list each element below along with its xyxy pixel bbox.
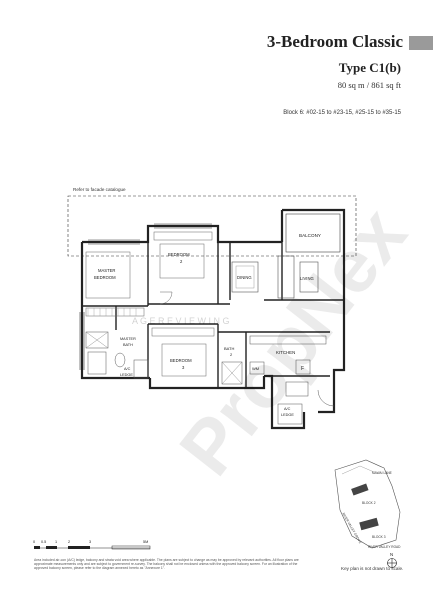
facade-note: Refer to facade catalogue xyxy=(73,187,126,192)
ac-ledge-right-label-1: A/C xyxy=(284,407,291,411)
fridge-box xyxy=(295,359,311,375)
bedroom3-bed xyxy=(161,343,207,377)
bedroom2-bed xyxy=(159,243,205,279)
master-bath-label-2: BATH xyxy=(123,343,133,347)
balcony-label: BALCONY xyxy=(299,233,321,238)
outer-walls xyxy=(80,208,346,430)
unit-type-title: 3-Bedroom Classic xyxy=(266,32,403,51)
facade-outline xyxy=(67,195,357,257)
scale-label-3: 2 xyxy=(68,540,70,544)
ac-ledge-right-box xyxy=(277,403,303,425)
ac-ledge-left-label-1: A/C xyxy=(124,367,131,371)
ac-ledge-right-label-2: LEDGE xyxy=(281,413,294,417)
kitchen-counter xyxy=(249,335,327,345)
scale-label-2: 1 xyxy=(55,540,57,544)
scale-label-0: 0 xyxy=(33,540,35,544)
ac-ledge-left-box xyxy=(133,359,149,379)
keyplan-road3: MAWAI LANE xyxy=(372,471,392,475)
bedroom2-door xyxy=(159,291,173,305)
master-bedroom-label-2: BEDROOM xyxy=(94,275,116,280)
kitchen-door-swing xyxy=(317,389,335,407)
interior-walls xyxy=(82,242,344,388)
master-wardrobe xyxy=(85,307,145,317)
title-accent-bar xyxy=(409,36,433,50)
keyplan-block3: BLOCK 3 xyxy=(372,535,386,539)
bedroom2-label: BEDROOM xyxy=(168,252,190,257)
scale-label-5: 5M xyxy=(143,540,148,544)
master-bath-label-1: MASTER xyxy=(120,337,136,341)
master-vanity xyxy=(87,351,107,375)
watermark-subtext: A G E R E V I E W I N G xyxy=(132,316,230,326)
living-table xyxy=(299,261,319,293)
unit-type-code: Type C1(b) xyxy=(338,60,401,75)
unit-area: 80 sq m / 861 sq ft xyxy=(337,80,401,90)
bedroom2-number: 2 xyxy=(180,259,183,264)
key-plan: BLOCK 2 BLOCK 3 MAWAI LANE RIVER VALLEY … xyxy=(334,459,401,568)
bath2-number: 2 xyxy=(230,352,233,357)
master-shower xyxy=(85,331,109,349)
master-bedroom-label-1: MASTER xyxy=(98,268,115,273)
keyplan-block2: BLOCK 2 xyxy=(362,501,376,505)
bedroom3-number: 3 xyxy=(182,365,185,370)
living-sofa xyxy=(277,255,295,299)
keyplan-note: Key plan is not drawn to scale. xyxy=(341,566,404,571)
kitchen-door-box xyxy=(285,381,309,397)
scale-label-1: 0.5 xyxy=(41,540,46,544)
disclaimer-text: Area included air-con (A/C) ledge, balco… xyxy=(34,558,299,571)
bath2-drain-marks xyxy=(221,361,243,385)
washer-box xyxy=(249,361,265,375)
windows xyxy=(79,223,212,370)
bedroom3-wardrobe xyxy=(151,327,215,337)
bedroom3-label: BEDROOM xyxy=(170,358,192,363)
balcony-area xyxy=(285,213,341,253)
scale-bar: 0 0.5 1 2 3 5M xyxy=(33,540,151,550)
keyplan-road1: RIVER VALLEY ROAD xyxy=(368,545,401,549)
dining-label: DINING xyxy=(237,275,252,280)
wardrobe-hatching xyxy=(87,308,137,316)
scale-label-4: 3 xyxy=(89,540,91,544)
bedroom2-wardrobe xyxy=(153,231,213,241)
master-wc xyxy=(114,352,126,368)
bath2-label: BATH xyxy=(224,346,234,351)
applicable-units: Block 6: #02-15 to #23-15, #25-15 to #35… xyxy=(283,110,401,116)
watermark-text: PropNex xyxy=(164,192,423,491)
kitchen-label: KITCHEN xyxy=(276,350,295,355)
fridge-label: F xyxy=(301,366,304,372)
master-bed xyxy=(85,251,131,299)
dining-table xyxy=(231,261,259,293)
washer-label: WM xyxy=(252,366,259,371)
keyplan-road2: RIVER VALLEY GROVE xyxy=(341,512,362,544)
north-label: N xyxy=(390,552,393,557)
dining-table-inner xyxy=(235,265,255,289)
bath2-shower xyxy=(221,361,243,385)
living-label: LIVING xyxy=(300,276,314,281)
shower-drain-marks xyxy=(85,331,109,349)
ac-ledge-left-label-2: LEDGE xyxy=(120,373,133,377)
